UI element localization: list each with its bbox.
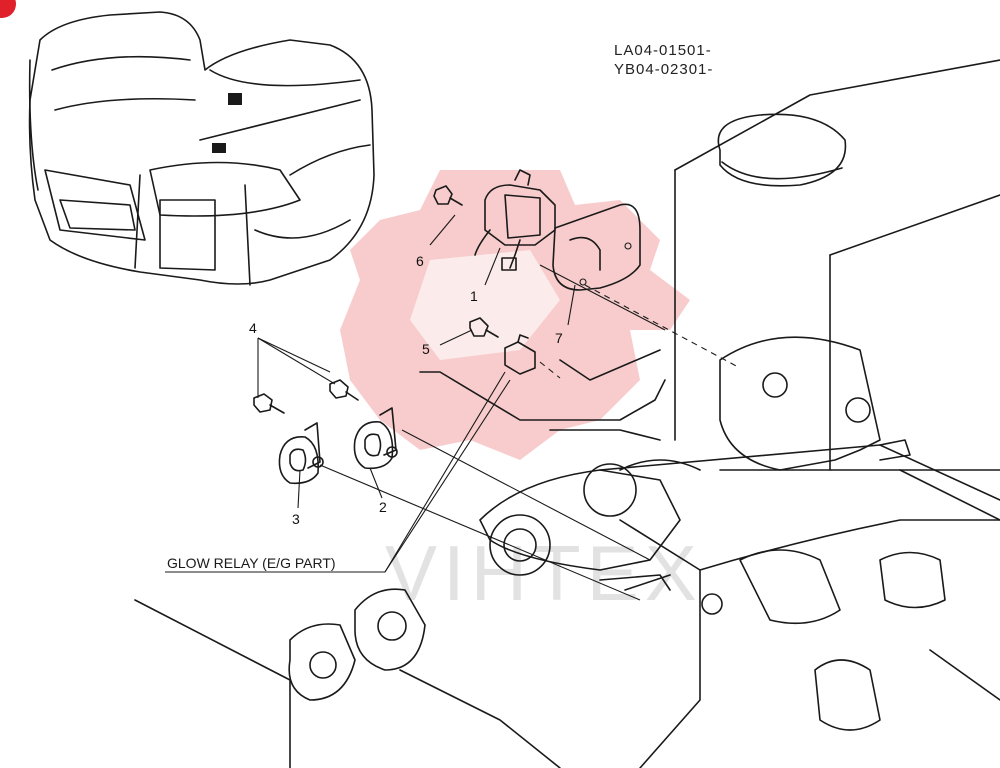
glow-relay-connector: [504, 334, 536, 375]
serial-line-2: YB04-02301-: [614, 61, 713, 78]
horn-part-3: [278, 422, 324, 485]
callout-1: 1: [470, 288, 478, 304]
callout-6: 6: [416, 253, 424, 269]
watermark-logo: [340, 170, 690, 460]
watermark-text: VIHTEX: [385, 529, 703, 617]
bolt-pair-part-4: [253, 379, 359, 414]
callout-5: 5: [422, 341, 430, 357]
serial-line-1: LA04-01501-: [614, 42, 712, 59]
callout-7: 7: [555, 330, 563, 346]
machine-frame: [134, 59, 1000, 768]
callout-2: 2: [379, 499, 387, 515]
callout-4: 4: [249, 320, 257, 336]
bolt-part-6: [433, 185, 463, 206]
leader-lines: [165, 214, 741, 601]
bolt-part-5: [469, 317, 499, 338]
cover-part-7: [552, 203, 641, 291]
corner-marker: [0, 0, 16, 18]
horn-part-2: [353, 407, 398, 470]
inset-cab-overview: [28, 11, 375, 286]
glow-relay-label: GLOW RELAY (E/G PART): [167, 555, 336, 571]
relay-part-1: [474, 169, 556, 271]
callout-3: 3: [292, 511, 300, 527]
